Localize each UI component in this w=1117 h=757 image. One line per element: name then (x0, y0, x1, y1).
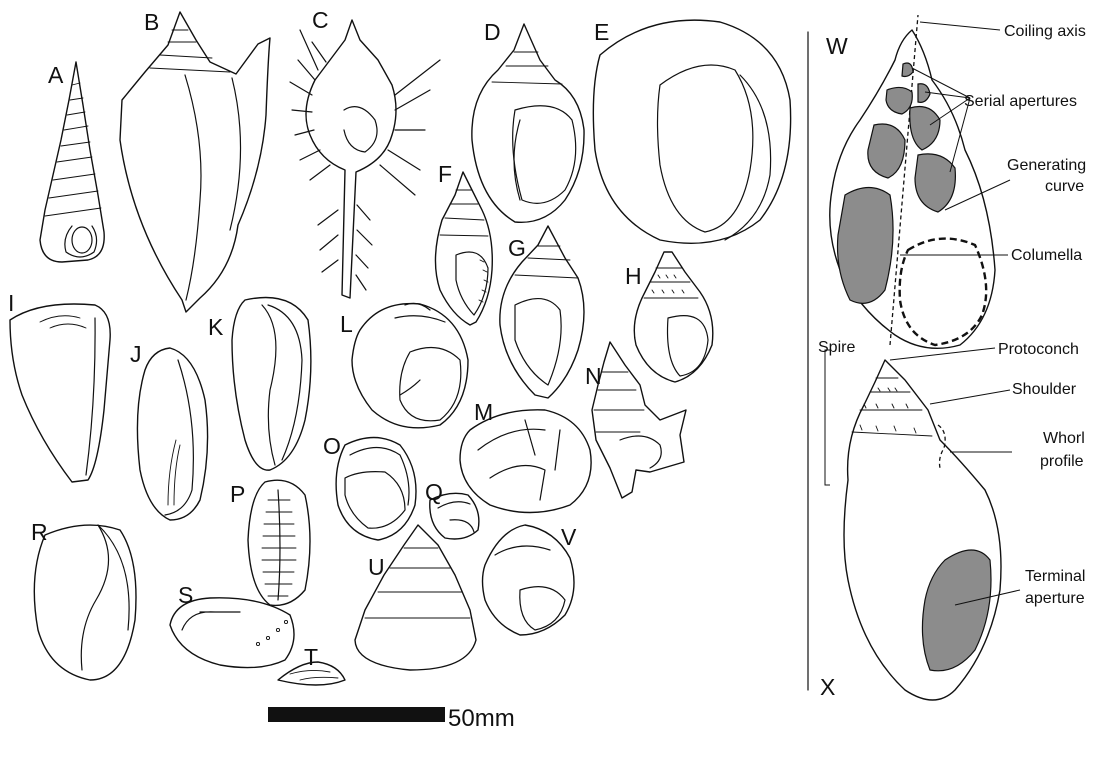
label-d: D (484, 19, 501, 45)
shell-x (825, 348, 1020, 700)
scale-bar-rect (268, 707, 445, 722)
label-j: J (130, 341, 142, 367)
shell-r (34, 525, 136, 680)
shell-s (170, 598, 294, 668)
label-f: F (438, 161, 452, 187)
label-u: U (368, 554, 385, 580)
shell-f (435, 172, 492, 325)
annotation-whorl: Whorl (1043, 430, 1085, 447)
annotation-columella: Columella (1011, 247, 1082, 264)
label-q: Q (425, 479, 443, 505)
scale-bar: 50mm (268, 705, 515, 732)
annotation-spire: Spire (818, 339, 855, 356)
leader-coiling-axis (920, 22, 1000, 30)
annotation-protoconch: Protoconch (998, 341, 1079, 358)
annotation-shoulder: Shoulder (1012, 381, 1077, 398)
shell-a (40, 62, 104, 262)
label-x: X (820, 674, 835, 700)
shell-h (634, 252, 713, 382)
annotation-serial-apertures: Serial apertures (964, 93, 1077, 110)
shell-p (248, 480, 310, 605)
shell-u (355, 525, 476, 670)
annotation-generating: Generating (1007, 157, 1086, 174)
label-k: K (208, 314, 224, 340)
label-a: A (48, 62, 64, 88)
shell-e (593, 20, 790, 243)
shell-w (830, 15, 1010, 348)
label-c: C (312, 7, 329, 33)
label-e: E (594, 19, 609, 45)
shell-j (137, 348, 207, 520)
shell-i (10, 304, 110, 482)
label-o: O (323, 433, 341, 459)
annotation-coiling-axis: Coiling axis (1004, 23, 1086, 40)
label-p: P (230, 481, 245, 507)
shell-d (472, 24, 584, 222)
label-v: V (561, 524, 577, 550)
shell-l (352, 303, 468, 428)
label-n: N (585, 363, 602, 389)
annotation-terminal: Terminal (1025, 568, 1085, 585)
label-r: R (31, 519, 48, 545)
shell-o (336, 438, 416, 541)
label-b: B (144, 9, 159, 35)
shell-b (120, 12, 270, 312)
annotation-profile: profile (1040, 453, 1084, 470)
label-s: S (178, 582, 193, 608)
label-l: L (340, 311, 353, 337)
label-g: G (508, 235, 526, 261)
label-i: I (8, 290, 14, 316)
label-m: M (474, 399, 493, 425)
shell-c (290, 20, 440, 298)
scale-bar-label: 50mm (448, 705, 515, 732)
label-w: W (826, 33, 848, 59)
shell-m (460, 410, 591, 513)
label-t: T (304, 644, 318, 670)
label-h: H (625, 263, 642, 289)
annotation-curve: curve (1045, 178, 1084, 195)
annotation-aperture: aperture (1025, 590, 1085, 607)
shell-k (232, 298, 311, 471)
